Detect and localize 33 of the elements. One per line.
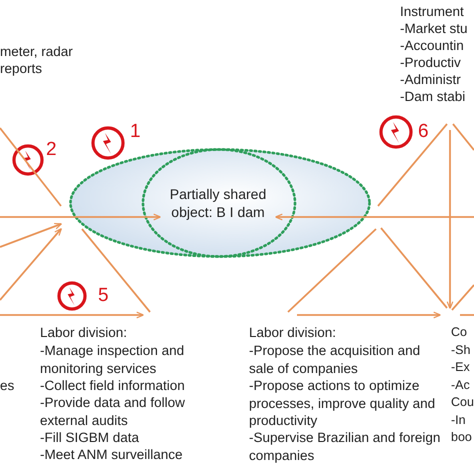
list-item: -Provide data and follow external audits (40, 394, 186, 429)
list-item: -Accountin (400, 37, 464, 54)
list-item: reports (0, 60, 42, 78)
object-label: Partially shared object: B I dam (168, 185, 268, 221)
list-item: -Manage inspection and monitoring services (40, 342, 186, 377)
heading: Co (451, 324, 467, 341)
list-item: -Ac (451, 377, 470, 394)
list-item: -Market stu (400, 20, 468, 38)
contradiction-number: 2 (46, 140, 57, 160)
list-item: -In (451, 412, 466, 429)
list-item: -Meet ANM surveillance (40, 446, 183, 464)
arrow (0, 214, 162, 220)
contradiction-number: 6 (418, 122, 429, 142)
contradiction-number: 1 (130, 122, 141, 142)
list-item: -Supervise Brazilian and foreign companies (249, 429, 442, 464)
list-item: -Ex (451, 359, 470, 376)
list-item: -Collect field information (40, 377, 185, 394)
list-item: meter, radar (0, 43, 73, 60)
list-item: -Dam stabi (400, 88, 466, 106)
heading: Labor division: (40, 324, 128, 342)
heading: Labor division: (249, 324, 336, 342)
heading: Instrument (400, 3, 464, 20)
list-item: -Productiv (400, 54, 461, 72)
list-item: -Sh (451, 342, 470, 359)
list-item: -Administr (400, 71, 461, 88)
list-item: boo (451, 429, 472, 446)
list-item: -Propose actions to optimize processes, improve quality and productivity (249, 377, 436, 430)
list-item: Cou (451, 394, 474, 411)
list-item: es (0, 377, 14, 394)
arrow (274, 214, 474, 220)
list-item: -Fill SIGBM data (40, 429, 140, 446)
list-item: -Propose the acquisition and sale of companies (249, 342, 422, 377)
contradiction-number: 5 (98, 286, 109, 306)
